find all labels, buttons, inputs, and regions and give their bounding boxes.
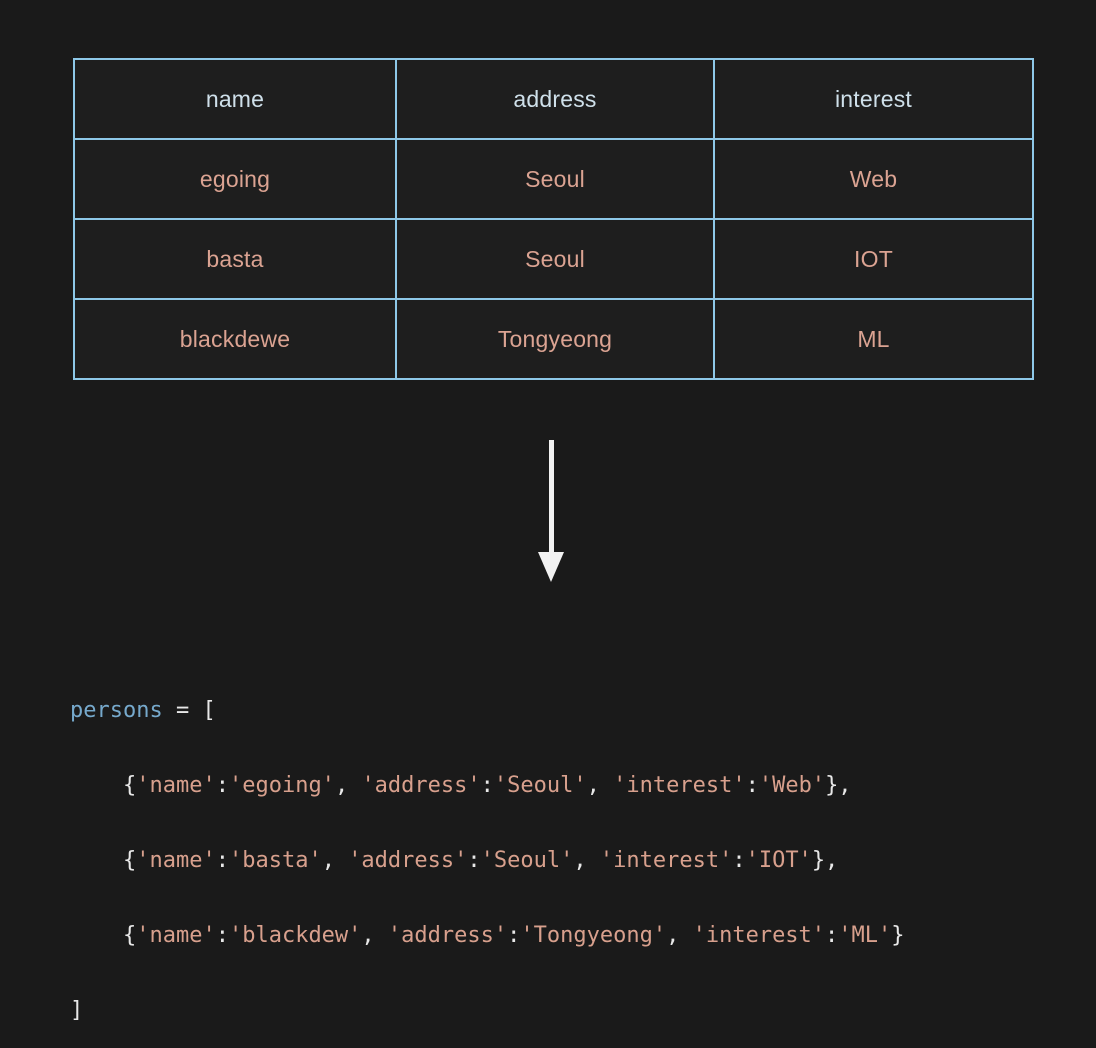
code-token-value-interest: 'Web' [758, 773, 826, 798]
code-line-5: ] [70, 998, 905, 1023]
arrow-head [538, 552, 564, 582]
code-token-comma: , [666, 923, 693, 948]
code-token-colon: : [215, 773, 229, 798]
code-line-1: persons = [ [70, 698, 905, 723]
cell-name: basta [73, 218, 397, 300]
code-token-colon: : [215, 923, 229, 948]
code-token-indent [70, 923, 123, 948]
code-token-comma: , [321, 848, 349, 873]
persons-table: name address interest egoing Seoul Web b… [73, 58, 1034, 380]
cell-address: Seoul [395, 138, 715, 220]
cell-interest: IOT [713, 218, 1034, 300]
code-token-brace-open: { [122, 848, 137, 873]
code-token-comma: , [573, 848, 600, 873]
code-token-colon: : [480, 773, 494, 798]
code-token-value-address: 'Seoul' [480, 848, 574, 873]
code-token-brace-close: }, [825, 773, 852, 798]
code-token-brace-open: { [122, 923, 137, 948]
code-token-brace-open: { [122, 773, 137, 798]
code-token-key-address: 'address' [348, 848, 468, 873]
code-line-3: {'name':'basta', 'address':'Seoul', 'int… [70, 848, 905, 873]
code-token-indent [70, 773, 123, 798]
code-token-key-address: 'address' [387, 923, 508, 948]
code-token-colon: : [745, 773, 759, 798]
code-token-colon: : [732, 848, 746, 873]
code-token-key-interest: 'interest' [613, 773, 746, 798]
table-row: egoing Seoul Web [73, 138, 1034, 220]
code-token-variable: persons [70, 698, 163, 723]
code-token-colon: : [215, 848, 229, 873]
table-header: name address interest [73, 58, 1034, 140]
code-token-value-interest: 'IOT' [745, 848, 812, 873]
code-token-comma: , [334, 773, 362, 798]
code-token-value-name: 'basta' [228, 848, 322, 873]
column-header-interest: interest [713, 58, 1034, 140]
code-token-colon: : [467, 848, 481, 873]
code-token-value-name: 'blackdew' [228, 923, 362, 948]
code-token-value-interest: 'ML' [838, 923, 892, 948]
code-token-bracket-close: ] [70, 998, 84, 1023]
code-token-colon: : [825, 923, 839, 948]
code-token-brace-close: }, [811, 848, 839, 873]
code-token-value-name: 'egoing' [228, 773, 335, 798]
code-token-key-interest: 'interest' [692, 923, 826, 948]
cell-name: blackdewe [73, 298, 397, 380]
column-header-address: address [395, 58, 715, 140]
table-row: blackdewe Tongyeong ML [73, 298, 1034, 380]
code-token-value-address: 'Seoul' [493, 773, 587, 798]
code-token-key-name: 'name' [136, 923, 216, 948]
table-header-row: name address interest [73, 58, 1034, 140]
code-block: persons = [ {'name':'egoing', 'address':… [70, 648, 905, 1048]
code-line-2: {'name':'egoing', 'address':'Seoul', 'in… [70, 773, 905, 798]
cell-address: Tongyeong [395, 298, 715, 380]
code-token-assign: = [ [162, 698, 216, 723]
code-token-key-name: 'name' [136, 773, 216, 798]
table-body: egoing Seoul Web basta Seoul IOT blackde… [73, 138, 1034, 380]
column-header-name: name [73, 58, 397, 140]
arrow-down-icon [538, 440, 564, 582]
code-line-4: {'name':'blackdew', 'address':'Tongyeong… [70, 923, 905, 948]
code-token-key-interest: 'interest' [599, 848, 733, 873]
code-token-value-address: 'Tongyeong' [520, 923, 667, 948]
code-token-colon: : [507, 923, 521, 948]
table-row: basta Seoul IOT [73, 218, 1034, 300]
code-token-brace-close: } [891, 923, 905, 948]
cell-interest: ML [713, 298, 1034, 380]
cell-name: egoing [73, 138, 397, 220]
code-token-comma: , [361, 923, 388, 948]
code-token-comma: , [586, 773, 614, 798]
code-token-indent [70, 848, 123, 873]
cell-address: Seoul [395, 218, 715, 300]
cell-interest: Web [713, 138, 1034, 220]
code-token-key-name: 'name' [136, 848, 216, 873]
code-token-key-address: 'address' [361, 773, 481, 798]
arrow-shaft [549, 440, 554, 555]
